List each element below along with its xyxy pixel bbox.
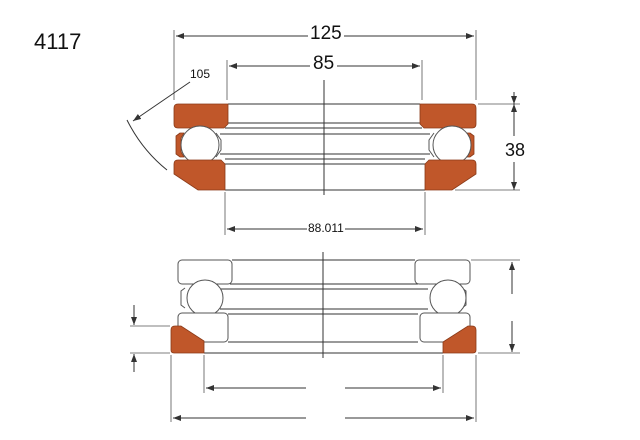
height-label: 38 bbox=[505, 139, 526, 161]
housing-washer-left bbox=[173, 159, 226, 191]
housing-washer-right bbox=[424, 159, 477, 191]
housing-bore-label: 88.011 bbox=[307, 221, 345, 235]
outer-diameter-label: 125 bbox=[308, 23, 344, 44]
ball-right bbox=[432, 125, 472, 165]
seat-washer-left bbox=[170, 325, 205, 354]
seat-washer-right bbox=[442, 325, 477, 354]
shaft-washer-left bbox=[173, 103, 229, 129]
ball-left bbox=[180, 125, 220, 165]
model-number: 4117 bbox=[34, 29, 82, 54]
shaft-washer-right bbox=[419, 103, 477, 129]
bottom-view bbox=[130, 252, 520, 422]
raceway-radius-label: 105 bbox=[190, 67, 211, 81]
inner-diameter-label: 85 bbox=[310, 54, 338, 73]
top-view bbox=[126, 30, 520, 235]
